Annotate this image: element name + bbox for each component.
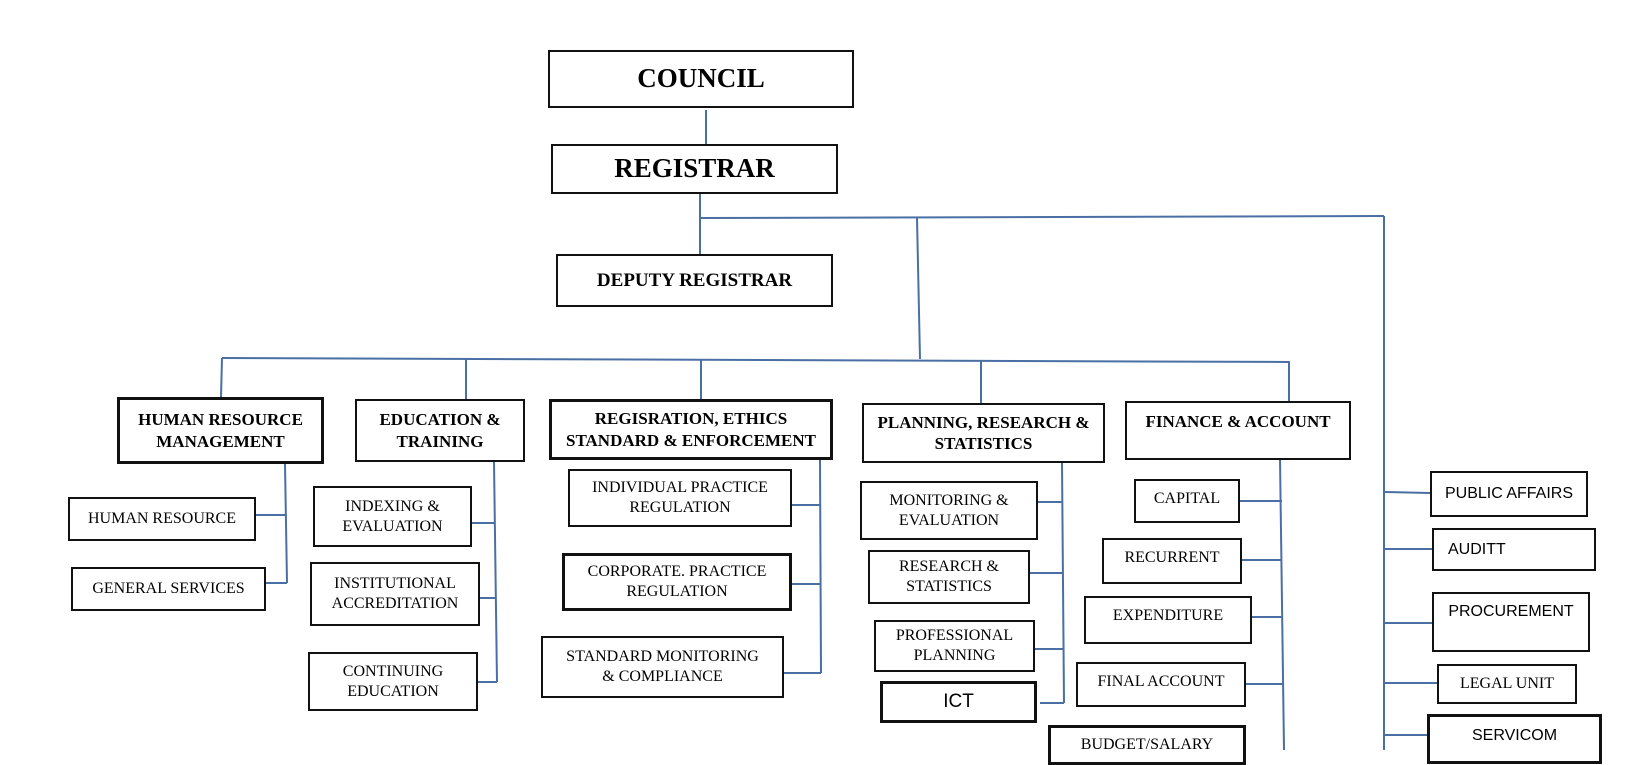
dept-finance-account: FINANCE & ACCOUNT bbox=[1125, 401, 1351, 460]
dept-human-resource-management: HUMAN RESOURCE MANAGEMENT bbox=[117, 397, 324, 464]
unit-public-affairs: PUBLIC AFFAIRS bbox=[1430, 471, 1588, 517]
unit-standard-monitoring-compliance: STANDARD MONITORING & COMPLIANCE bbox=[541, 636, 784, 698]
unit-procurement: PROCUREMENT bbox=[1432, 592, 1590, 652]
unit-corporate-practice-regulation: CORPORATE. PRACTICE REGULATION bbox=[562, 553, 792, 611]
unit-general-services: GENERAL SERVICES bbox=[71, 567, 266, 611]
unit-institutional-accreditation: INSTITUTIONAL ACCREDITATION bbox=[310, 562, 480, 626]
unit-monitoring-evaluation: MONITORING & EVALUATION bbox=[860, 481, 1038, 540]
unit-human-resource: HUMAN RESOURCE bbox=[68, 497, 256, 541]
dept-education-training: EDUCATION & TRAINING bbox=[355, 399, 525, 462]
unit-expenditure: EXPENDITURE bbox=[1084, 596, 1252, 644]
unit-indexing-evaluation: INDEXING & EVALUATION bbox=[313, 486, 472, 547]
unit-ict: ICT bbox=[880, 681, 1037, 723]
unit-recurrent: RECURRENT bbox=[1102, 538, 1242, 584]
unit-final-account: FINAL ACCOUNT bbox=[1076, 662, 1246, 707]
dept-registration-ethics: REGISRATION, ETHICS STANDARD & ENFORCEME… bbox=[549, 399, 833, 460]
unit-research-statistics: RESEARCH & STATISTICS bbox=[868, 550, 1030, 604]
unit-professional-planning: PROFESSIONAL PLANNING bbox=[874, 620, 1035, 672]
registrar-box: REGISTRAR bbox=[551, 144, 838, 194]
dept-planning-research: PLANNING, RESEARCH & STATISTICS bbox=[862, 403, 1105, 463]
unit-servicom: SERVICOM bbox=[1427, 714, 1602, 764]
unit-legal-unit: LEGAL UNIT bbox=[1437, 664, 1577, 704]
unit-individual-practice-regulation: INDIVIDUAL PRACTICE REGULATION bbox=[568, 469, 792, 527]
deputy-registrar-box: DEPUTY REGISTRAR bbox=[556, 254, 833, 307]
unit-capital: CAPITAL bbox=[1134, 479, 1240, 523]
unit-continuing-education: CONTINUING EDUCATION bbox=[308, 652, 478, 711]
unit-budget-salary: BUDGET/SALARY bbox=[1048, 725, 1246, 765]
unit-auditt: AUDITT bbox=[1432, 528, 1596, 571]
council-box: COUNCIL bbox=[548, 50, 854, 108]
